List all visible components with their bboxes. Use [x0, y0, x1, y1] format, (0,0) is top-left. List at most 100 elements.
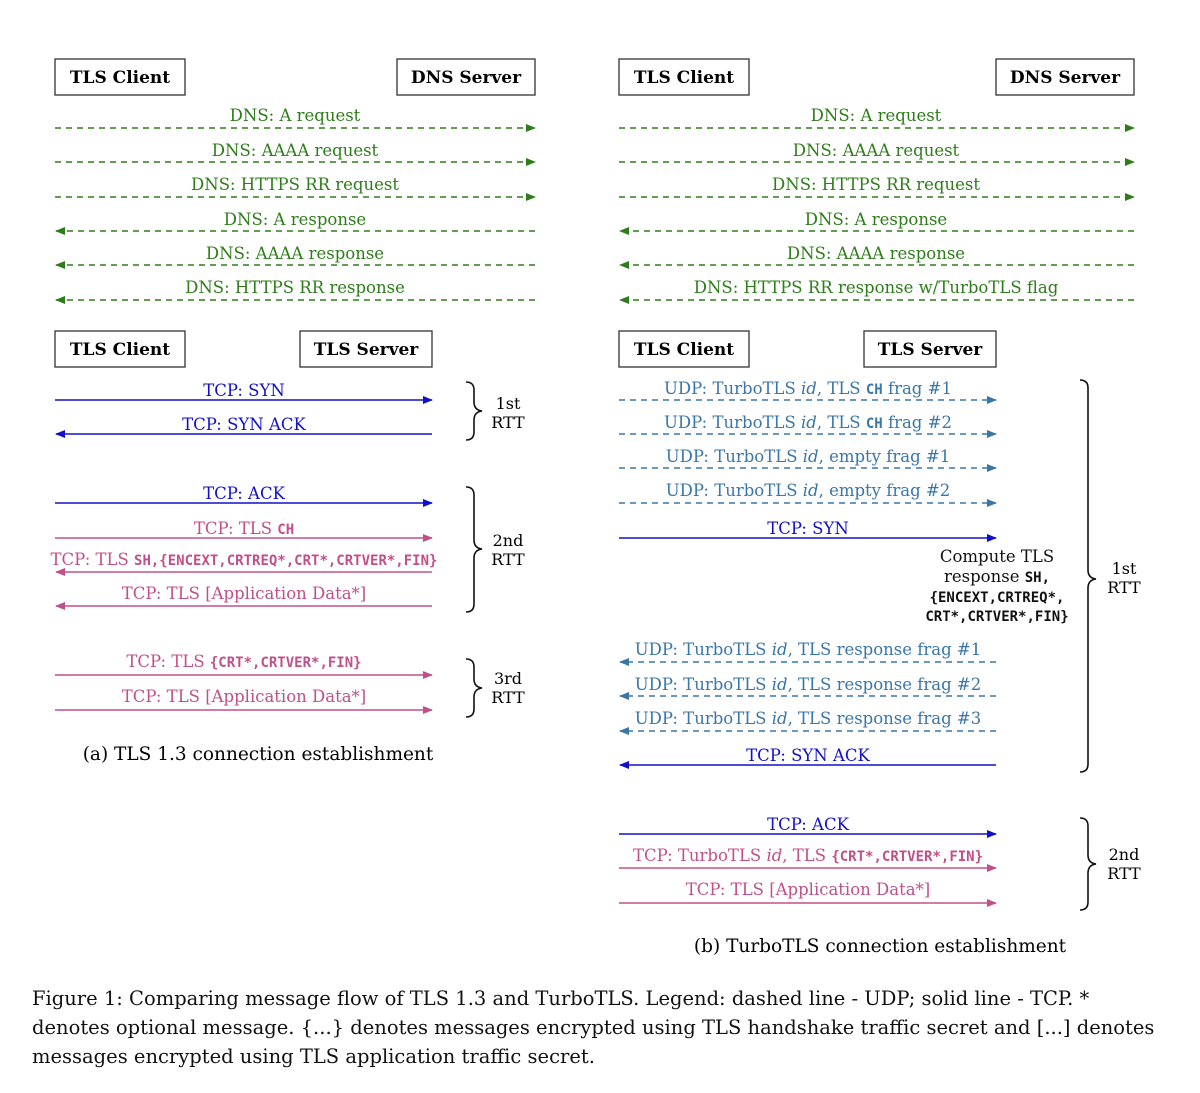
- tls-client-label-2: TLS Client: [70, 340, 170, 360]
- compute-line1: Compute TLS: [940, 547, 1054, 566]
- panel-b-caption: (b) TurboTLS connection establishment: [694, 936, 1067, 957]
- tcp-tls-sh-mono: SH,{ENCEXT,CRTREQ*,CRT*,CRTVER*,FIN}: [134, 553, 437, 569]
- udp-prefix: UDP: TurboTLS: [666, 447, 803, 466]
- dns-a-response-label-b: DNS: A response: [805, 210, 947, 229]
- tcp-tls-appdata-3-label: TCP: TLS [Application Data*]: [122, 687, 367, 706]
- compute-line3: {ENCEXT,CRTREQ*,: [930, 590, 1065, 606]
- udp-prefix: UDP: TurboTLS: [666, 481, 803, 500]
- rtt2-brace-b: [1079, 817, 1097, 911]
- id-label: id: [801, 413, 817, 432]
- tls-server-box-b: TLS Server: [863, 330, 997, 368]
- tcp-tls-sh-label: TCP: TLS SH,{ENCEXT,CRTREQ*,CRT*,CRTVER*…: [51, 550, 438, 569]
- rtt3-label-line2: RTT: [491, 688, 525, 707]
- tls-server-label-b: TLS Server: [878, 340, 984, 360]
- turbotls-fin-prefix: TCP: TurboTLS: [633, 846, 766, 865]
- rtt2-label-line2: RTT: [491, 550, 525, 569]
- udp-prefix: UDP: TurboTLS: [635, 640, 772, 659]
- compute-line2b: SH,: [1025, 570, 1050, 586]
- udp-ch-frag2-label: UDP: TurboTLS id, TLS CH frag #2: [664, 413, 952, 432]
- tcp-tls-fin-mono: {CRT*,CRTVER*,FIN}: [210, 655, 362, 671]
- tcp-tls-ch-mono: CH: [277, 522, 294, 538]
- dns-a-response-label: DNS: A response: [224, 210, 366, 229]
- id-label: id: [772, 709, 788, 728]
- udp-prefix: UDP: TurboTLS: [664, 413, 801, 432]
- udp-prefix: UDP: TurboTLS: [664, 379, 801, 398]
- dns-https-rr-response-label-b: DNS: HTTPS RR response w/TurboTLS flag: [694, 278, 1059, 297]
- dns-https-rr-response-label: DNS: HTTPS RR response: [185, 278, 405, 297]
- udp-mono: CH: [866, 382, 883, 398]
- compute-line2a: response: [944, 567, 1025, 586]
- rtt2-label-b-line2: RTT: [1107, 864, 1141, 883]
- tls-server-box: TLS Server: [299, 330, 433, 368]
- udp-tail: frag #2: [883, 413, 952, 432]
- turbotls-fin-mid: , TLS: [782, 846, 831, 865]
- tcp-syn-ack-label-b: TCP: SYN ACK: [746, 746, 870, 765]
- rtt2-label-b-line1: 2nd: [1109, 845, 1140, 864]
- dns-https-rr-request-label-b: DNS: HTTPS RR request: [772, 175, 980, 194]
- rtt1-label-b-line2: RTT: [1107, 578, 1141, 597]
- id-label: id: [766, 846, 782, 865]
- tcp-turbotls-fin-label: TCP: TurboTLS id, TLS {CRT*,CRTVER*,FIN}: [633, 846, 983, 865]
- udp-empty-frag1-label: UDP: TurboTLS id, empty frag #1: [666, 447, 950, 466]
- id-label: id: [803, 447, 819, 466]
- tls-client-label: TLS Client: [70, 68, 170, 88]
- dns-a-request-label-b: DNS: A request: [811, 106, 942, 125]
- udp-mid: , TLS: [817, 379, 866, 398]
- rtt1-label-b-line1: 1st: [1112, 559, 1137, 578]
- dns-aaaa-request-label-b: DNS: AAAA request: [793, 141, 960, 160]
- tcp-tls-appdata-label-b: TCP: TLS [Application Data*]: [686, 880, 931, 899]
- id-label: id: [772, 675, 788, 694]
- tls-client-label-b: TLS Client: [634, 68, 734, 88]
- panel-b: TLS Client DNS Server DNS: A request DNS…: [618, 58, 1141, 957]
- udp-prefix: UDP: TurboTLS: [635, 709, 772, 728]
- tls-server-label: TLS Server: [314, 340, 420, 360]
- tcp-ack-label-b: TCP: ACK: [767, 815, 849, 834]
- udp-resp-tail: , TLS response frag #3: [788, 709, 982, 728]
- compute-line4: CRT*,CRTVER*,FIN}: [925, 609, 1068, 625]
- udp-mid: , empty frag #1: [819, 447, 951, 466]
- tcp-syn-ack-label: TCP: SYN ACK: [182, 415, 306, 434]
- tcp-syn-label-b: TCP: SYN: [767, 519, 849, 538]
- tls-client-box-b2: TLS Client: [618, 330, 750, 368]
- rtt3-label-line1: 3rd: [494, 669, 522, 688]
- udp-resp-frag2-label: UDP: TurboTLS id, TLS response frag #2: [635, 675, 982, 694]
- tcp-ack-label: TCP: ACK: [203, 484, 285, 503]
- rtt1-label-line2: RTT: [491, 413, 525, 432]
- udp-ch-frag1-label: UDP: TurboTLS id, TLS CH frag #1: [664, 379, 952, 398]
- tcp-tls-appdata-label: TCP: TLS [Application Data*]: [122, 584, 367, 603]
- tls-client-label-b2: TLS Client: [634, 340, 734, 360]
- tcp-tls-ch-label: TCP: TLS CH: [194, 519, 294, 538]
- dns-server-box-b: DNS Server: [995, 58, 1135, 96]
- udp-resp-frag1-label: UDP: TurboTLS id, TLS response frag #1: [635, 640, 982, 659]
- tcp-syn-label: TCP: SYN: [203, 381, 285, 400]
- rtt1-brace: [465, 381, 483, 441]
- dns-aaaa-response-label-b: DNS: AAAA response: [787, 244, 965, 263]
- dns-server-label-b: DNS Server: [1010, 68, 1121, 88]
- id-label: id: [801, 379, 817, 398]
- dns-server-label: DNS Server: [411, 68, 522, 88]
- rtt2-label-line1: 2nd: [493, 531, 524, 550]
- udp-resp-frag3-label: UDP: TurboTLS id, TLS response frag #3: [635, 709, 982, 728]
- rtt2-brace: [465, 486, 483, 613]
- dns-aaaa-request-label: DNS: AAAA request: [212, 141, 379, 160]
- dns-server-box: DNS Server: [396, 58, 536, 96]
- udp-empty-frag2-label: UDP: TurboTLS id, empty frag #2: [666, 481, 950, 500]
- udp-prefix: UDP: TurboTLS: [635, 675, 772, 694]
- tcp-tls-sh-prefix: TCP: TLS: [51, 550, 134, 569]
- udp-tail: frag #1: [883, 379, 952, 398]
- tls-client-box-b: TLS Client: [618, 58, 750, 96]
- tcp-tls-fin-label: TCP: TLS {CRT*,CRTVER*,FIN}: [126, 652, 361, 671]
- udp-mid: , empty frag #2: [819, 481, 951, 500]
- dns-https-rr-request-label: DNS: HTTPS RR request: [191, 175, 399, 194]
- udp-resp-tail: , TLS response frag #2: [788, 675, 982, 694]
- figure-caption: Figure 1: Comparing message flow of TLS …: [32, 987, 1155, 1068]
- udp-mono: CH: [866, 416, 883, 432]
- udp-resp-tail: , TLS response frag #1: [788, 640, 982, 659]
- id-label: id: [803, 481, 819, 500]
- tls-client-box: TLS Client: [54, 58, 186, 96]
- udp-mid: , TLS: [817, 413, 866, 432]
- turbotls-fin-mono: {CRT*,CRTVER*,FIN}: [831, 849, 983, 865]
- dns-aaaa-response-label: DNS: AAAA response: [206, 244, 384, 263]
- rtt1-label-line1: 1st: [496, 394, 521, 413]
- compute-line2: response SH,: [944, 567, 1050, 586]
